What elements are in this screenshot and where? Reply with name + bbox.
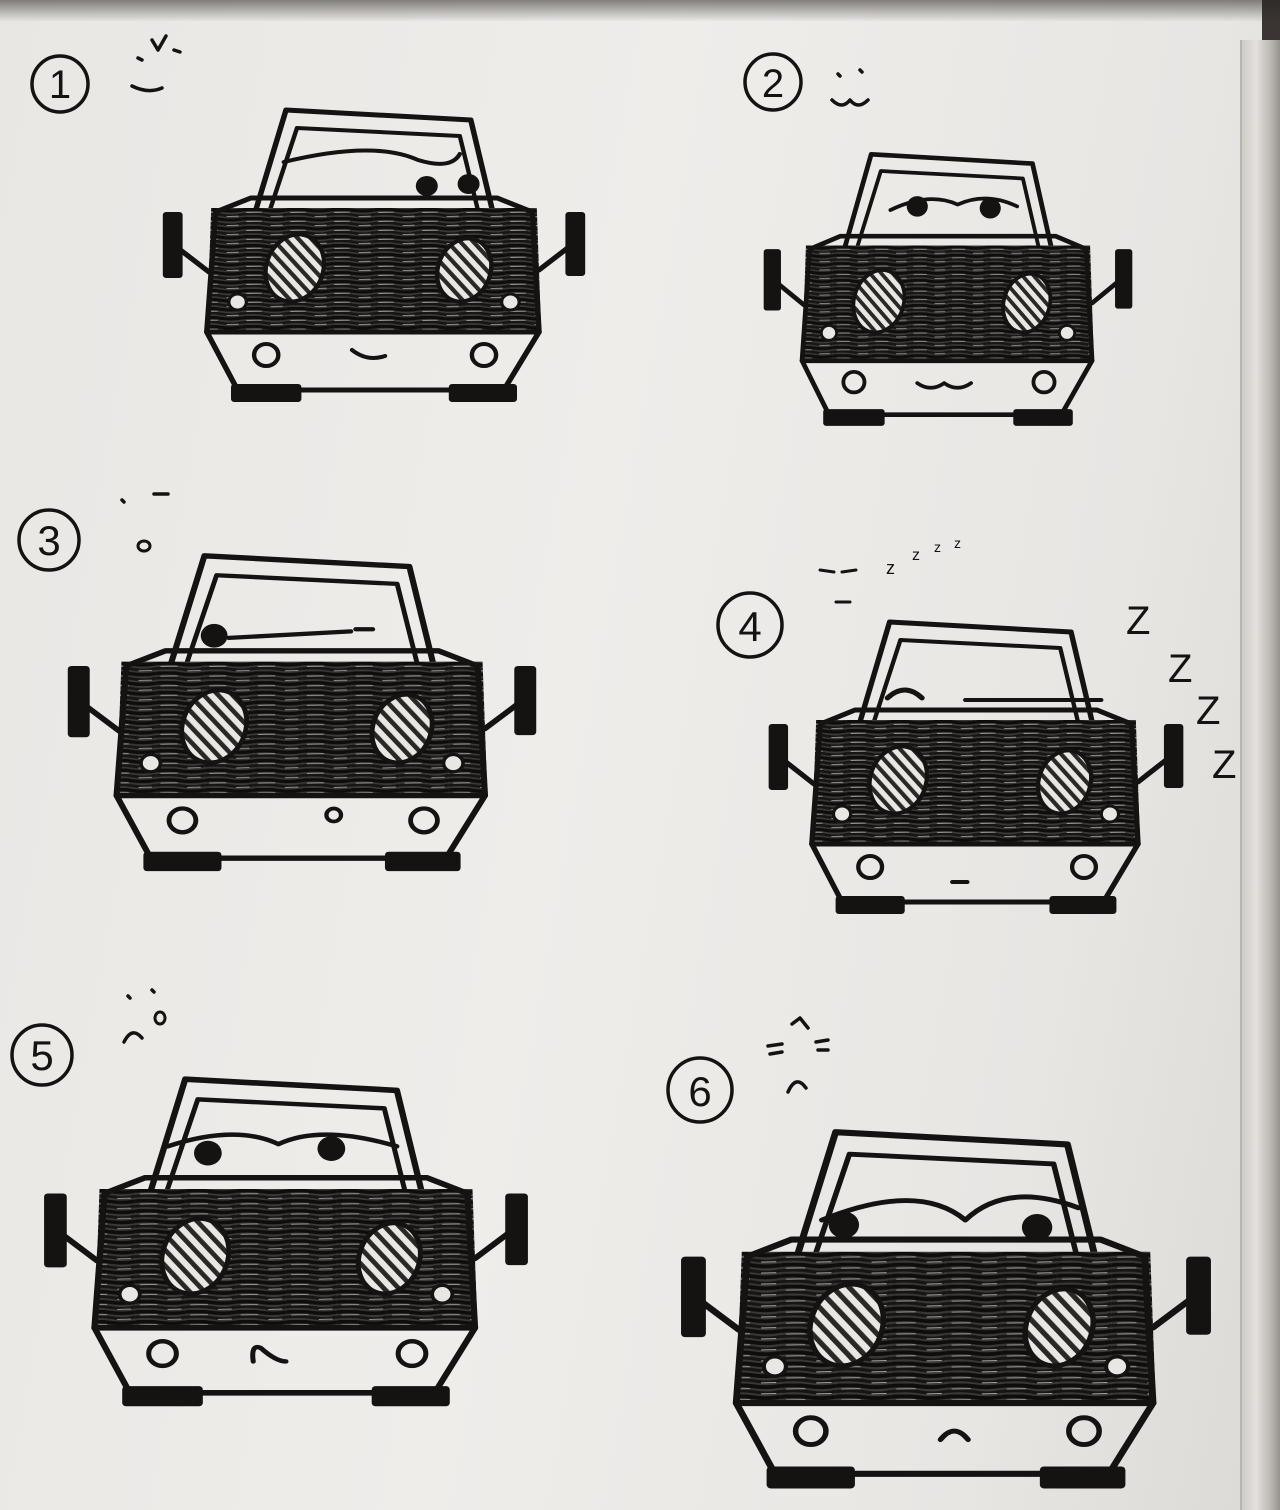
snore-z-3: Z: [1196, 689, 1220, 733]
panel-5-face-doodle: [122, 988, 167, 1044]
panel-2-number: 2: [762, 62, 784, 106]
panel-4: 4 z z z z Z Z Z Z: [716, 535, 1236, 914]
page-edge: [1240, 40, 1280, 1510]
svg-text:z: z: [934, 539, 941, 555]
panel-4-number-badge: 4: [716, 591, 784, 659]
car-surprised: [68, 556, 536, 871]
panel-3-face-doodle: [120, 492, 170, 553]
car-smiling: [764, 154, 1133, 426]
panel-6-number: 6: [688, 1068, 711, 1115]
panel-2-number-badge: 2: [743, 52, 803, 112]
panel-2-face-doodle: [830, 68, 870, 107]
snore-z-4: Z: [1212, 743, 1236, 787]
panel-4-face-doodle: z z z z: [818, 535, 961, 604]
top-shadow: [0, 0, 1280, 22]
panel-6-number-badge: 6: [666, 1056, 734, 1124]
panel-3: 3: [17, 492, 536, 871]
panel-4-number: 4: [738, 603, 761, 650]
panel-5-number: 5: [30, 1032, 53, 1079]
car-sleeping: [769, 622, 1184, 914]
snore-z-letters: Z Z Z Z: [1126, 599, 1236, 787]
panel-1-face-doodle: [130, 34, 182, 93]
snore-z-1: Z: [1126, 599, 1150, 643]
panel-1: 1: [30, 34, 585, 402]
panel-1-number: 1: [49, 63, 71, 107]
panel-3-number: 3: [37, 517, 60, 564]
panel-6: 6: [666, 1016, 1211, 1488]
car-happy: [163, 110, 585, 402]
svg-text:z: z: [912, 547, 920, 564]
panel-6-face-doodle: [766, 1016, 830, 1094]
car-worried: [44, 1079, 528, 1406]
panel-2: 2: [743, 52, 1133, 426]
panel-5-number-badge: 5: [10, 1023, 74, 1087]
svg-text:z: z: [886, 558, 895, 578]
snore-z-2: Z: [1168, 647, 1192, 691]
svg-text:z: z: [954, 535, 961, 551]
panel-3-number-badge: 3: [17, 508, 81, 572]
panel-5: 5: [10, 988, 528, 1406]
panel-1-number-badge: 1: [30, 54, 90, 114]
car-angry: [681, 1132, 1211, 1488]
